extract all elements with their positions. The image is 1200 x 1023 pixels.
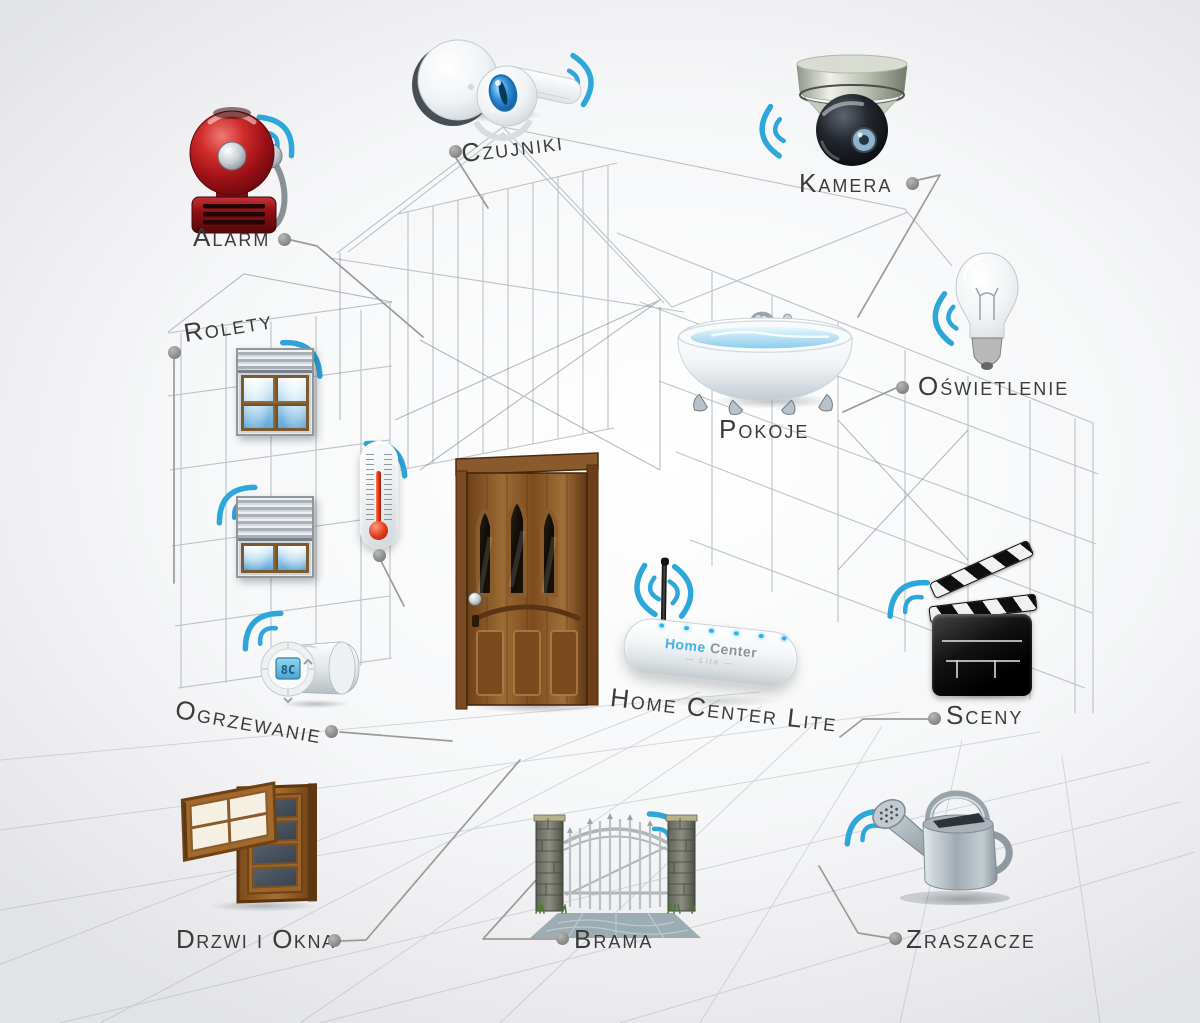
thermometer-mercury [376,471,381,527]
connector-drzwi-okna [340,759,521,942]
curtain [277,546,306,570]
led-indicator [683,625,690,631]
shadow [268,698,363,710]
connector-dot-brama [556,932,569,945]
node-label-oswietlenie: Oświetlenie [918,371,1070,401]
garden-gate-icon [530,813,701,939]
connector-czujniki [455,157,489,209]
connector-oswietlenie [842,387,897,413]
connector-alarm [290,239,424,338]
light-bulb-icon [955,252,1019,370]
hub-antenna [660,563,667,628]
thermometer-bulb [369,521,388,540]
window-glass [241,543,309,573]
home-center-lite-hub-icon: Home Center — Lite — [616,556,816,690]
connector-dot-rolety [168,346,181,359]
hub-body-group: Home Center — Lite — [612,553,824,703]
connector-thermometer [380,560,405,607]
led-indicator [733,631,740,636]
connector-ogrzewanie [339,731,453,742]
dome-camera-icon [796,54,908,166]
watering-can-icon [872,790,1013,905]
front-door-icon [455,452,599,710]
connector-dot-sceny [928,712,941,725]
connector-brama [482,878,557,940]
thermometer-scale [366,454,374,520]
led-indicator [659,623,665,628]
node-label-alarm: Alarm [193,222,271,252]
connector-sceny [839,718,929,738]
connector-dot-kamera [906,177,919,190]
window-mullion [272,546,278,570]
connector-dot-zraszacze [889,932,902,945]
connector-dot-thermometer [373,549,386,562]
connector-kamera [857,174,941,318]
connector-dot-czujniki [449,145,462,158]
window-glass [241,375,309,431]
bathtub-icon [677,311,853,415]
node-label-kamera: Kamera [799,168,893,198]
connector-zraszacze [818,865,890,939]
clapper-board [932,614,1032,696]
led-indicator [781,636,787,641]
roller-shutter-window-icon [236,348,314,436]
motion-sensor-icon [412,39,582,141]
shadow [188,898,338,914]
node-label-pokoje: Pokoje [719,414,810,444]
window-mullion [244,400,306,406]
connector-dot-drzwi-okna [328,934,341,947]
connector-dot-alarm [278,233,291,246]
roller-shutter-window-icon [236,496,314,578]
roller-shutter-slats [238,350,312,373]
node-label-sceny: Sceny [946,700,1024,730]
door-and-window-icon [180,781,317,904]
node-label-zraszacze: Zraszacze [906,924,1036,954]
radiator-thermostat-icon: 8C [260,641,360,704]
curtain [244,546,273,570]
shadow [640,692,800,710]
svg-text:8C: 8C [281,663,295,677]
hub-body: Home Center — Lite — [621,615,801,690]
led-indicator [708,628,715,634]
shadow [898,890,1028,908]
node-label-brama: Brama [574,924,654,954]
thermometer-icon [360,441,398,549]
connector-dot-ogrzewanie [325,725,338,738]
node-label-drzwi-okna: Drzwi i Okna [176,924,336,954]
connector-dot-oswietlenie [896,381,909,394]
led-indicator [758,633,764,639]
thermometer-scale [384,454,392,520]
roller-shutter-slats [238,498,312,541]
alarm-bell-icon [189,107,288,234]
clapperboard-icon [922,539,1040,700]
